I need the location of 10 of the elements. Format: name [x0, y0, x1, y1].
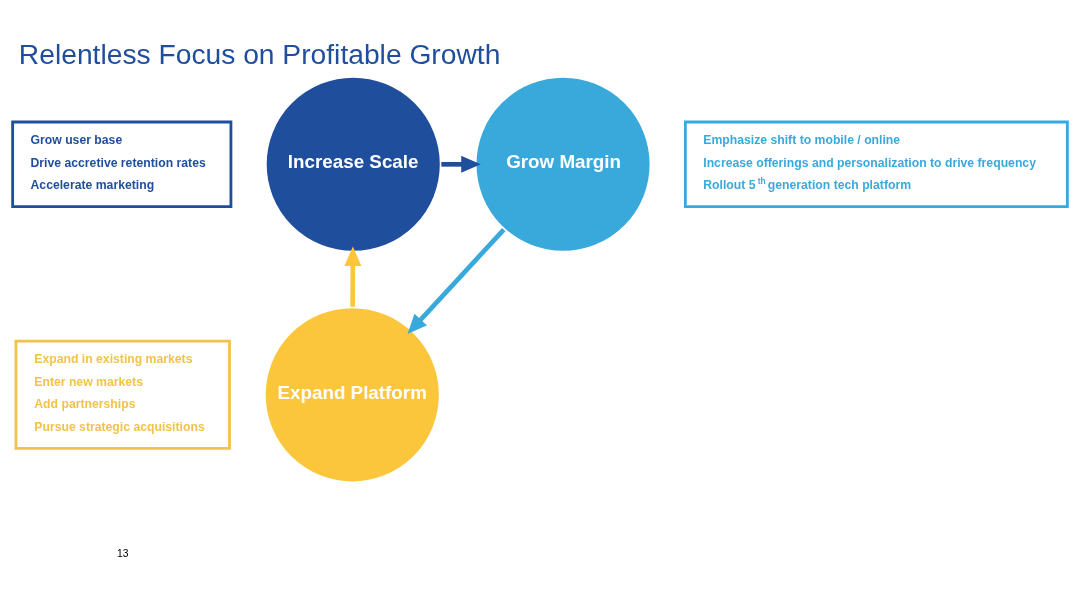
node-circle: Increase Scale: [263, 74, 443, 254]
arrow: [344, 245, 362, 307]
arrow: [407, 227, 506, 334]
node-box: Grow user base Drive accretive retention rates Accelerate marketing: [11, 120, 233, 208]
arrow: [441, 155, 481, 173]
node-circle: Grow Margin: [473, 74, 653, 254]
diagram-title: Relentless Focus on Profitable Growth: [18, 37, 501, 70]
node-box: Expand in existing markets Enter new markets Add partnerships Pursue strategic acquisitions: [14, 339, 231, 450]
node-box: Emphasize shift to mobile / online Increase offerings and personalization to drive frequency Rollout 5$^{th}$ generation tech platform: [683, 120, 1069, 208]
label: 13: [116, 547, 129, 559]
